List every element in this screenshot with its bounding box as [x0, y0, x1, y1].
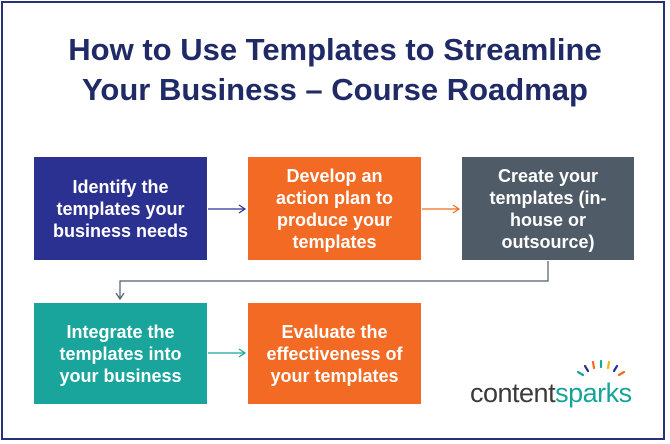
arrow-step4-to-step5 — [208, 348, 247, 358]
contentsparks-logo: contentsparks — [470, 378, 632, 409]
step-1-box: Identify the templates your business nee… — [34, 157, 207, 260]
arrow-step2-to-step3 — [422, 204, 461, 214]
step-4-box: Integrate the templates into your busine… — [34, 303, 207, 404]
arrow-step1-to-step2 — [208, 204, 247, 214]
step-2-box: Develop an action plan to produce your t… — [248, 157, 421, 260]
title-line-1: How to Use Templates to Streamline — [68, 32, 602, 67]
step-5-box: Evaluate the effectiveness of your templ… — [248, 303, 421, 404]
logo-content-text: content — [470, 378, 556, 408]
logo-sparks-text: sparks — [555, 378, 632, 408]
arrow-step3-to-step4 — [115, 261, 549, 301]
step-3-box: Create your templates (in-house or outso… — [462, 157, 634, 260]
title-line-2: Your Business – Course Roadmap — [82, 72, 588, 107]
page-title: How to Use Templates to Streamline Your … — [0, 30, 670, 110]
